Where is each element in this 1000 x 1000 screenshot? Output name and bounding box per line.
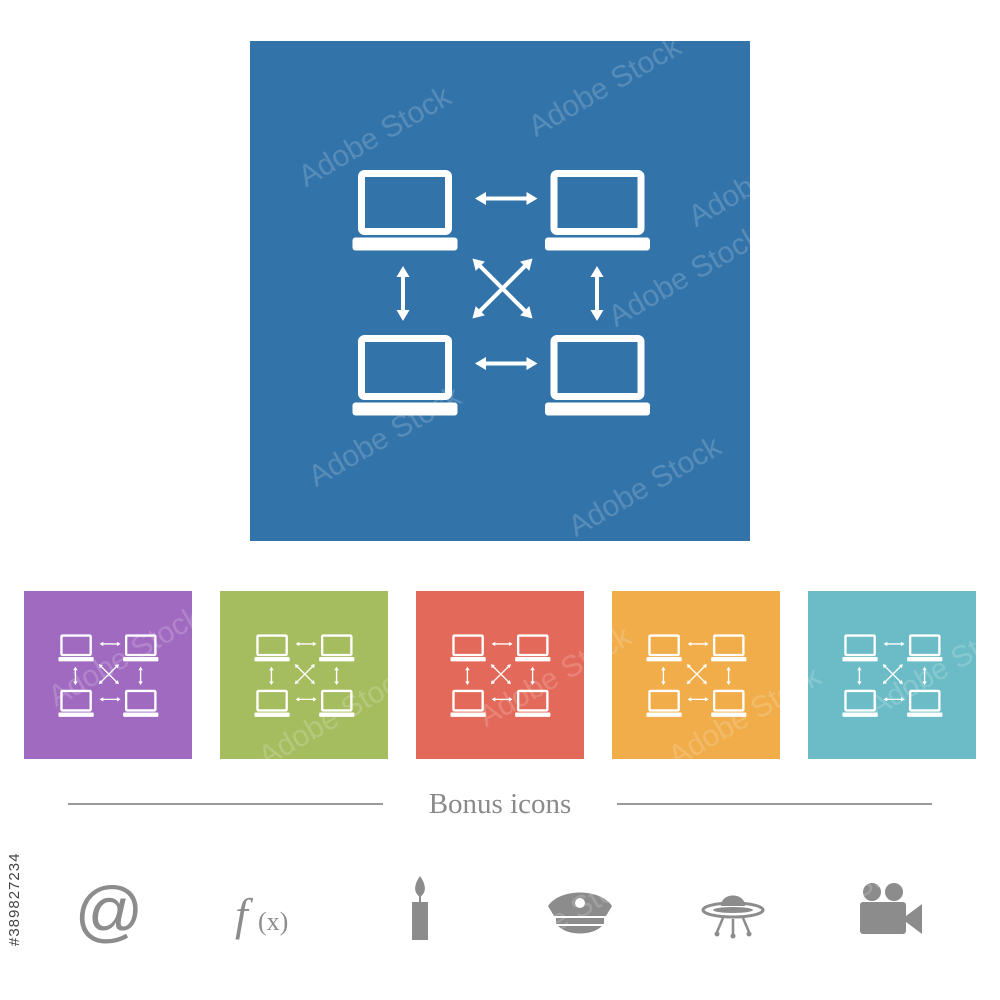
laptop-icon	[515, 634, 551, 662]
svg-text:(x): (x)	[258, 907, 288, 936]
laptop-icon	[842, 689, 878, 717]
svg-text:f: f	[235, 889, 254, 940]
laptop-icon	[254, 634, 290, 662]
double-arrow-icon	[73, 666, 78, 686]
laptop-network-icon	[220, 591, 388, 759]
double-arrow-icon	[465, 666, 470, 686]
purple-icon-tile	[24, 591, 192, 759]
function-fx-icon: f (x)	[225, 872, 305, 952]
double-arrow-icon	[491, 697, 513, 702]
laptop-icon	[515, 689, 551, 717]
double-arrow-icon	[590, 266, 604, 321]
laptop-network-icon	[612, 591, 780, 759]
laptop-icon	[545, 170, 650, 251]
laptop-network-icon	[24, 591, 192, 759]
laptop-icon	[352, 335, 458, 416]
double-arrow-icon	[99, 697, 121, 702]
laptop-icon	[254, 689, 290, 717]
laptop-icon	[123, 634, 159, 662]
double-arrow-icon	[295, 697, 317, 702]
laptop-icon	[907, 634, 943, 662]
laptop-icon	[450, 634, 486, 662]
laptop-icon	[58, 689, 94, 717]
laptop-icon	[319, 689, 355, 717]
double-arrow-icon	[922, 666, 927, 686]
laptop-network-icon	[808, 591, 976, 759]
laptop-network-icon	[250, 41, 750, 541]
laptop-icon	[646, 689, 682, 717]
video-camera-icon	[850, 872, 930, 952]
red-icon-tile	[416, 591, 584, 759]
teal-icon-tile	[808, 591, 976, 759]
at-sign-icon: @	[69, 872, 149, 952]
laptop-icon	[711, 689, 747, 717]
laptop-network-icon	[416, 591, 584, 759]
double-arrow-icon	[294, 664, 315, 685]
double-arrow-icon	[475, 357, 538, 370]
double-arrow-icon	[661, 666, 666, 686]
laptop-icon	[450, 689, 486, 717]
orange-icon-tile	[612, 591, 780, 759]
double-arrow-icon	[882, 664, 903, 685]
double-arrow-icon	[490, 664, 511, 685]
double-arrow-icon	[269, 666, 274, 686]
double-arrow-icon	[687, 697, 709, 702]
laptop-icon	[646, 634, 682, 662]
watermark: Adobe Stock	[32, 259, 197, 374]
green-icon-tile	[220, 591, 388, 759]
double-arrow-icon	[99, 641, 121, 647]
double-arrow-icon	[295, 641, 317, 647]
laptop-icon	[352, 170, 458, 251]
double-arrow-icon	[475, 192, 538, 205]
watermark: Adobe Stock	[822, 19, 987, 134]
stock-id-label: #389827234	[6, 852, 23, 946]
laptop-icon	[711, 634, 747, 662]
double-arrow-icon	[883, 697, 905, 702]
double-arrow-icon	[687, 641, 709, 647]
double-arrow-icon	[857, 666, 862, 686]
double-arrow-icon	[686, 664, 707, 685]
double-arrow-icon	[334, 666, 339, 686]
laptop-icon	[319, 634, 355, 662]
bonus-icons-label: Bonus icons	[428, 788, 572, 820]
svg-text:@: @	[74, 873, 143, 949]
candle-icon	[380, 872, 460, 952]
double-arrow-icon	[530, 666, 535, 686]
double-arrow-icon	[98, 664, 119, 685]
police-cap-icon	[540, 872, 620, 952]
main-icon-tile	[250, 41, 750, 541]
double-arrow-icon	[883, 641, 905, 647]
divider-left	[68, 803, 383, 805]
double-arrow-icon	[726, 666, 731, 686]
double-arrow-icon	[491, 641, 513, 647]
laptop-icon	[58, 634, 94, 662]
laptop-icon	[842, 634, 878, 662]
double-arrow-icon	[472, 258, 533, 319]
divider-right	[617, 803, 932, 805]
ufo-icon	[693, 872, 773, 952]
double-arrow-icon	[138, 666, 143, 686]
double-arrow-icon	[396, 266, 410, 321]
watermark: Adobe Stock	[822, 379, 987, 494]
laptop-icon	[545, 335, 650, 416]
laptop-icon	[907, 689, 943, 717]
laptop-icon	[123, 689, 159, 717]
